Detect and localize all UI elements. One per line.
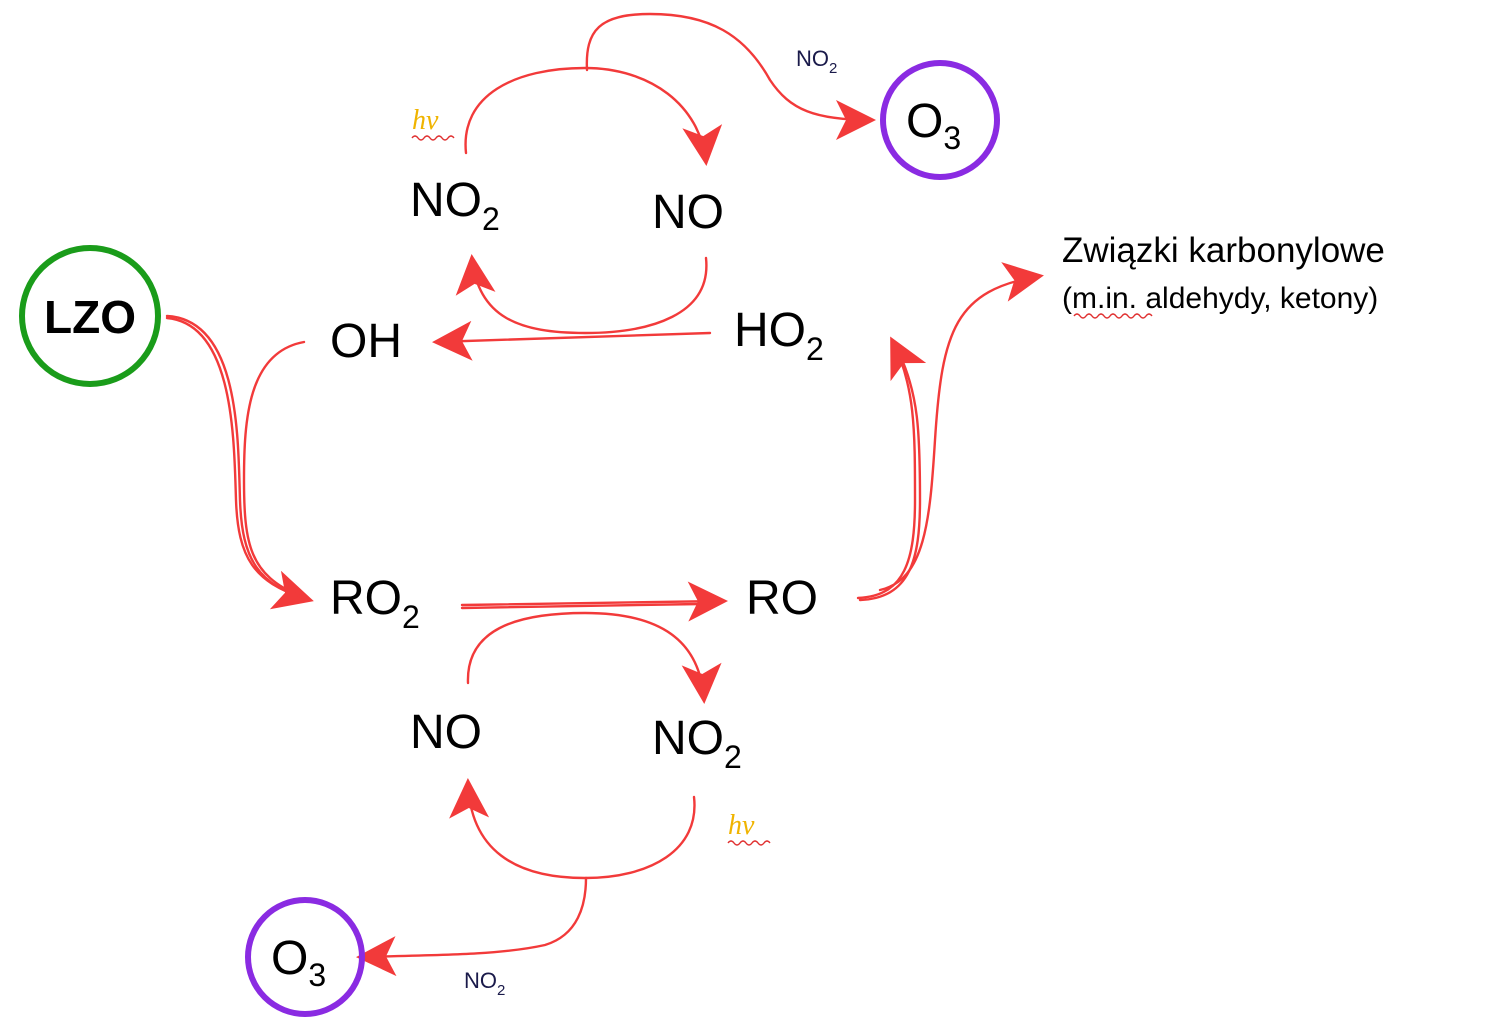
o3-bottom-ring	[245, 897, 365, 1017]
no2-top-label: NO2	[410, 174, 500, 237]
carbonyl-abbr: m.in.	[1072, 282, 1137, 315]
ro2-label: RO2	[330, 572, 420, 635]
arrow-ro-to-ho2	[856, 336, 927, 600]
arrow-no-to-no2-bottom	[466, 611, 722, 704]
ho2-label: HO2	[734, 304, 824, 367]
carbonyl-title: Związki karbonylowe	[1062, 231, 1385, 270]
hv-bottom-label: hv	[728, 810, 755, 841]
arrow-to-o3-bottom	[356, 876, 588, 977]
o3-bottom-label: O3	[271, 932, 326, 993]
arrow-ro2-to-ro-line2	[460, 602, 702, 610]
arrow-to-o3-top	[585, 12, 876, 140]
no2-small-top-label: NO2	[796, 46, 837, 77]
hv-top-label: hv	[412, 105, 439, 136]
hv-top-squiggle	[411, 135, 455, 141]
hv-bottom-squiggle	[727, 840, 771, 846]
o3-top-ring	[880, 60, 1000, 180]
arrow-no-to-no2-top	[455, 254, 708, 335]
o3-top-node: O3	[880, 60, 1000, 180]
no-bottom-label: NO	[410, 706, 482, 759]
arrow-ro-to-carbonyls	[878, 262, 1044, 592]
arrow-lzo-to-ro2-line2	[165, 316, 306, 600]
ro-label: RO	[746, 572, 818, 625]
oh-label: OH	[330, 315, 402, 368]
arrow-ho2-to-oh	[432, 320, 712, 361]
arrow-ro2-to-ro	[460, 581, 728, 622]
no2-bottom-label: NO2	[652, 712, 742, 775]
lzo-label: LZO	[44, 291, 136, 343]
lzo-ring	[19, 245, 161, 387]
carbonyl-abbr-squiggle	[1073, 313, 1153, 319]
o3-bottom-node: O3	[245, 897, 365, 1017]
no-top-label: NO	[652, 186, 724, 239]
arrow-ro-to-ho2-line2	[858, 353, 922, 602]
no2-small-bottom-label: NO2	[464, 968, 505, 999]
lzo-node: LZO	[19, 245, 161, 387]
arrow-oh-to-ro2	[242, 340, 306, 598]
reaction-arrows	[165, 12, 1044, 977]
o3-top-label: O3	[906, 95, 961, 156]
arrow-lzo-to-ro2	[165, 314, 314, 610]
arrow-no2-to-no-top	[464, 66, 723, 166]
carbonyl-subtitle: (m.in. aldehydy, ketony)	[1062, 282, 1378, 315]
arrow-no2-to-no-bottom	[449, 778, 696, 880]
